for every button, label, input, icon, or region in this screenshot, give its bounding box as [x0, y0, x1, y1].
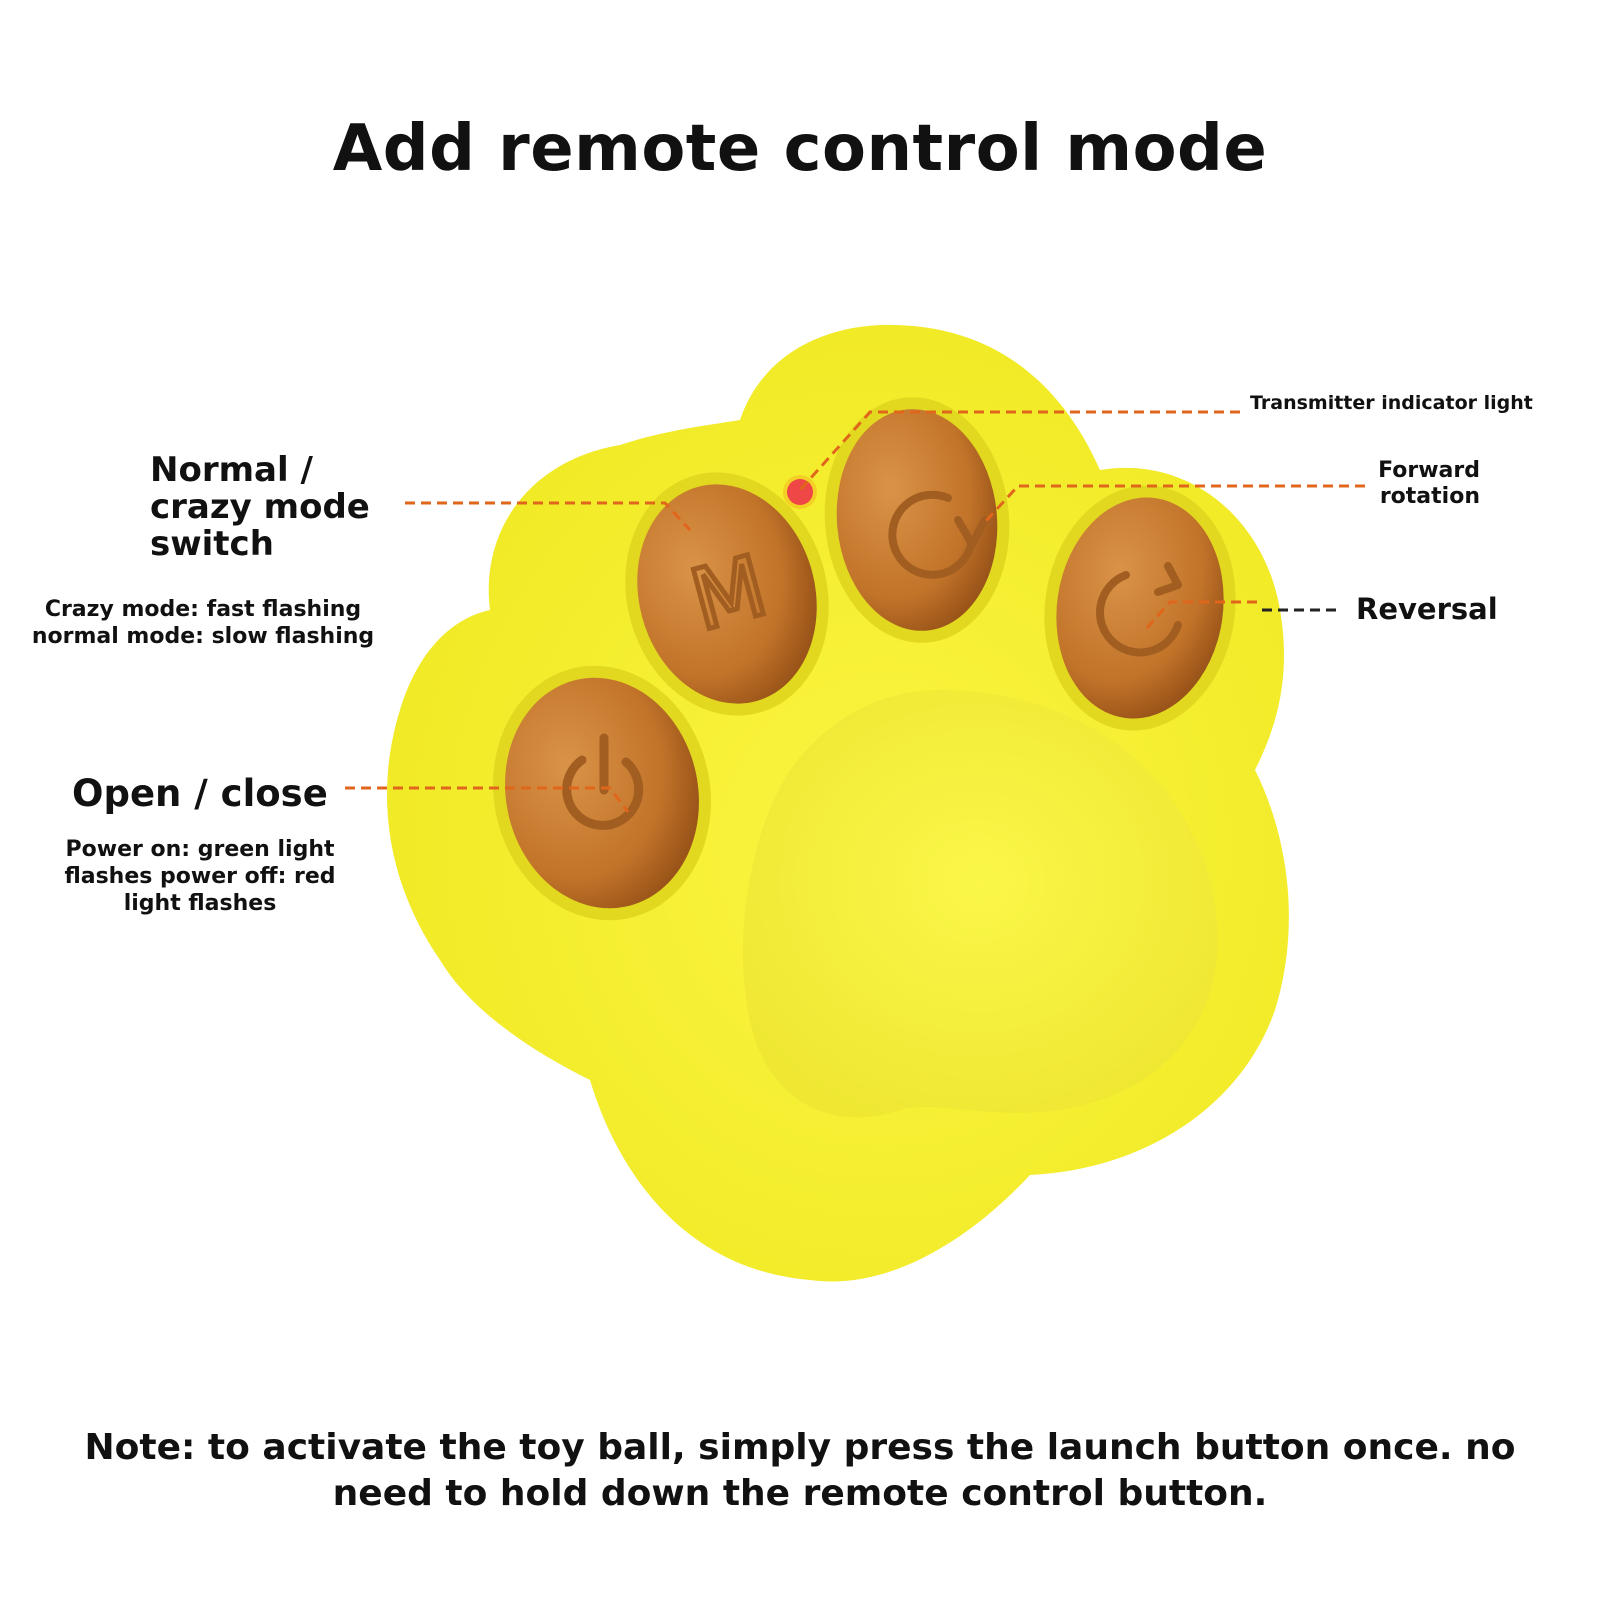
page-title: Add remote control mode	[332, 112, 1268, 186]
open-close-label: Open / close	[72, 772, 328, 815]
leader-transmitter	[798, 410, 1240, 492]
leader-power	[345, 786, 630, 813]
mode-switch-label-line: crazy mode	[150, 487, 370, 527]
rotate-counterclockwise-icon	[1096, 562, 1182, 657]
mode-description-line: normal mode: slow flashing	[31, 624, 375, 649]
mode-switch-label: Normal / crazy mode switch	[150, 452, 370, 563]
mode-switch-label-line: switch	[150, 524, 274, 564]
leader-mode	[405, 501, 692, 532]
leader-lines	[345, 410, 1365, 813]
power-icon	[562, 733, 644, 830]
mode-button[interactable]: M	[599, 449, 856, 738]
forward-rotation-label-line: rotation	[1379, 484, 1480, 509]
forward-rotation-label: Forward rotation	[1350, 458, 1480, 510]
transmitter-label: Transmitter indicator light	[1250, 392, 1533, 414]
transmitter-indicator-light	[783, 475, 817, 509]
forward-rotation-button[interactable]	[815, 389, 1020, 650]
power-description: Power on: green light flashes power off:…	[64, 837, 336, 916]
reversal-button[interactable]	[1029, 473, 1251, 743]
rotate-clockwise-icon	[888, 490, 989, 579]
leader-forward	[983, 484, 1365, 524]
activation-note: Note: to activate the toy ball, simply p…	[84, 1427, 1516, 1514]
mode-description-line: Crazy mode: fast flashing	[44, 597, 362, 622]
mode-description: Crazy mode: fast flashing normal mode: s…	[28, 596, 378, 650]
mode-switch-label-line: Normal /	[150, 450, 313, 490]
power-button[interactable]	[470, 645, 735, 940]
reversal-label: Reversal	[1356, 592, 1498, 626]
forward-rotation-label-line: Forward	[1378, 458, 1480, 483]
leader-reversal	[1143, 600, 1257, 631]
